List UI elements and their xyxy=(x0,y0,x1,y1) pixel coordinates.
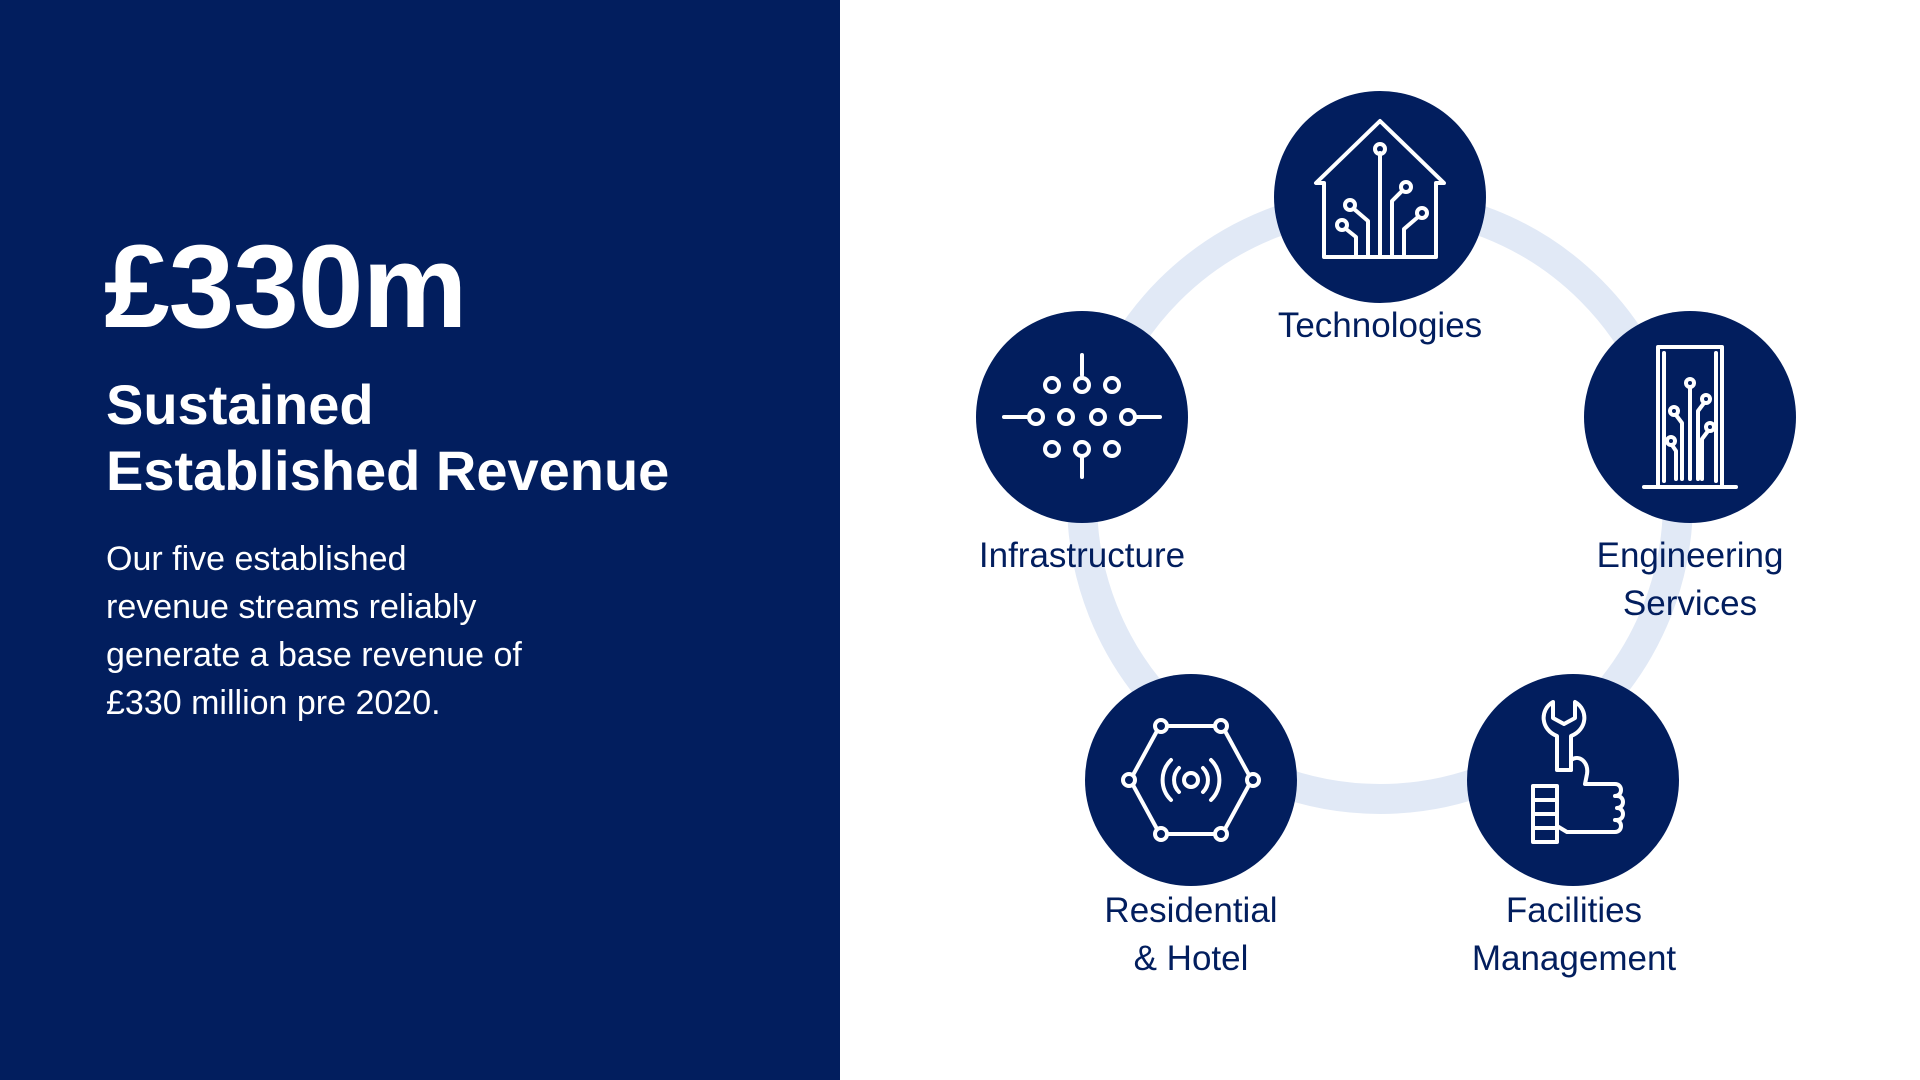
thumbs-up-wrench-icon xyxy=(1531,700,1625,844)
summary-panel: £330m Sustained Established Revenue Our … xyxy=(0,0,840,1080)
circuit-door-icon xyxy=(1642,345,1738,489)
stream-label-line: Engineering xyxy=(1596,536,1784,575)
node-grid-icon xyxy=(1002,353,1162,479)
facilities-management-node xyxy=(1467,674,1679,886)
technologies-label: Technologies xyxy=(1220,302,1540,350)
stream-label-line: Management xyxy=(1471,939,1677,978)
facilities-management-label: Facilities Management xyxy=(1414,887,1734,983)
engineering-services-label: Engineering Services xyxy=(1530,532,1850,628)
stream-label-line: Facilities xyxy=(1505,891,1643,930)
description-line: revenue streams reliably xyxy=(106,588,477,626)
revenue-title-line: Sustained xyxy=(106,373,374,436)
infrastructure-node xyxy=(976,311,1188,523)
engineering-services-node xyxy=(1584,311,1796,523)
residential-hotel-label: Residential & Hotel xyxy=(1031,887,1351,983)
description-line: generate a base revenue of xyxy=(106,636,522,674)
stream-label-line: & Hotel xyxy=(1133,939,1249,978)
revenue-description: Our five established revenue streams rel… xyxy=(106,535,666,727)
description-line: Our five established xyxy=(106,540,407,578)
revenue-figure: £330m xyxy=(104,221,467,353)
stream-label-line: Infrastructure xyxy=(978,536,1186,575)
smart-house-circuit-icon xyxy=(1314,119,1446,259)
revenue-title-line: Established Revenue xyxy=(106,439,670,502)
residential-hotel-node xyxy=(1085,674,1297,886)
infrastructure-label: Infrastructure xyxy=(922,532,1242,580)
description-line: £330 million pre 2020. xyxy=(106,684,441,722)
hexagon-network-signal-icon xyxy=(1121,718,1261,842)
stream-label-line: Services xyxy=(1622,584,1758,623)
revenue-title: Sustained Established Revenue xyxy=(106,372,806,504)
stream-label-line: Residential xyxy=(1104,891,1278,930)
technologies-node xyxy=(1274,91,1486,303)
stream-label-line: Technologies xyxy=(1277,306,1483,345)
